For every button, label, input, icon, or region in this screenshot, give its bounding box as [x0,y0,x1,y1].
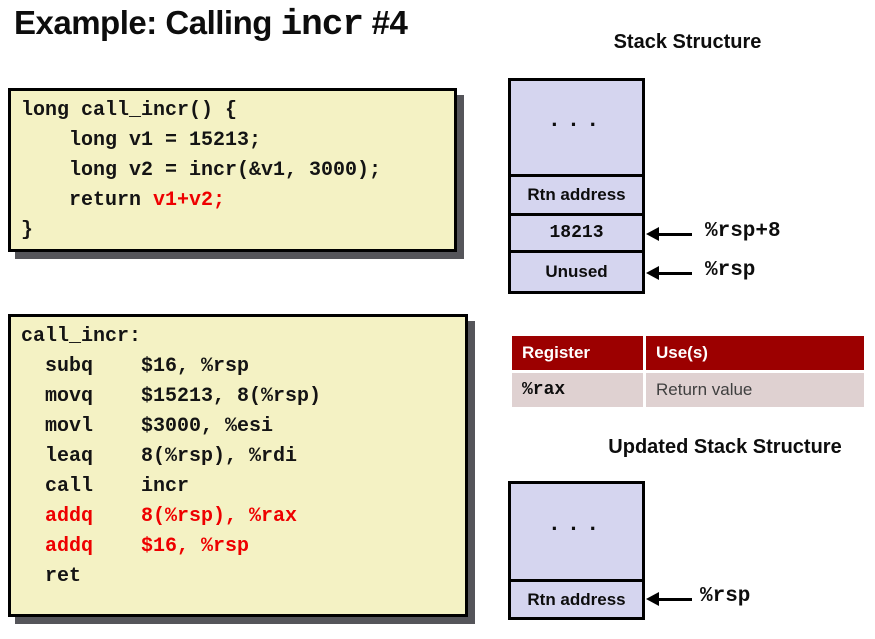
asm-line: addq $16, %rsp [21,532,461,562]
code-text: return [21,189,154,212]
code-text: long call_incr() { [21,99,238,122]
stack-cell-rtn-address: Rtn address [511,579,642,617]
title-suffix-text: #4 [363,4,408,41]
code-text: call_incr: [21,325,142,348]
asm-line: leaq 8(%rsp), %rdi [21,442,461,472]
cell-label: Rtn address [527,589,626,609]
stack-cell-unused: Unused [511,250,642,291]
code-text: addq $16, %rsp [21,535,250,558]
register-name-cell: %rax [512,373,643,407]
asm-line: subq $16, %rsp [21,352,461,382]
stack-cell-ellipsis: ... [511,484,642,579]
cell-label: Rtn address [527,185,626,204]
code-line: } [21,216,450,246]
code-line: long v2 = incr(&v1, 3000); [21,156,450,186]
title-code-text: incr [280,4,364,45]
stack-cell-ellipsis: ... [511,81,642,174]
code-line: long call_incr() { [21,96,450,126]
updated-rsp-left-arrow-icon [646,592,692,606]
code-text: ret [21,565,82,588]
arrowhead [646,227,659,241]
asm-line: movl $3000, %esi [21,412,461,442]
asm-line: call incr [21,472,461,502]
rsp-label: %rsp [705,259,756,282]
cell-label: 18213 [549,223,604,243]
code-text: subq $16, %rsp [21,355,250,378]
stack-cell-18213: 18213 [511,213,642,250]
register-use-cell: Return value [646,373,864,407]
code-text: movl $3000, %esi [21,415,274,438]
asm-code-box: call_incr: subq $16, %rsp movq $15213, 8… [8,314,468,617]
uses-column-header: Use(s) [646,336,864,370]
ellipsis-text: ... [547,108,606,133]
rsp-left-arrow-icon [646,266,692,280]
code-text: long v2 = incr(&v1, 3000); [21,159,382,182]
c-code-box: long call_incr() { long v1 = 15213; long… [8,88,457,252]
stack-cell-rtn-address: Rtn address [511,174,642,213]
ellipsis-text: ... [547,512,606,537]
asm-line: ret [21,562,461,592]
code-text: call incr [21,475,190,498]
updated-stack-diagram: ... Rtn address [508,481,645,620]
code-line: long v1 = 15213; [21,126,450,156]
arrowhead [646,592,659,606]
code-text: } [21,219,34,242]
register-column-header: Register [512,336,643,370]
code-text: addq 8(%rsp), %rax [21,505,298,528]
rsp-plus-8-label: %rsp+8 [705,220,781,243]
arrow-shaft [655,232,692,236]
register-table: Register Use(s) %rax Return value [512,336,864,410]
register-table-header-row: Register Use(s) [512,336,864,370]
asm-line: addq 8(%rsp), %rax [21,502,461,532]
stack-structure-diagram: ... Rtn address 18213 Unused [508,78,645,294]
asm-line: call_incr: [21,322,461,352]
code-text: leaq 8(%rsp), %rdi [21,445,298,468]
code-text: long v1 = 15213; [21,129,262,152]
stack-structure-heading: Stack Structure [613,31,762,53]
arrow-shaft [655,597,692,601]
page-title: Example: Calling incr #4 [14,4,408,45]
arrow-shaft [655,271,692,275]
code-text-highlight: v1+v2; [153,189,226,212]
code-line: return v1+v2; [21,186,450,216]
updated-rsp-label: %rsp [700,585,751,608]
cell-label: Unused [545,262,608,281]
code-text: movq $15213, 8(%rsp) [21,385,322,408]
rsp-plus-8-left-arrow-icon [646,227,692,241]
asm-line: movq $15213, 8(%rsp) [21,382,461,412]
arrowhead [646,266,659,280]
updated-stack-structure-heading: Updated Stack Structure [608,436,842,458]
title-text: Example: Calling [14,4,281,41]
register-table-row: %rax Return value [512,373,864,407]
